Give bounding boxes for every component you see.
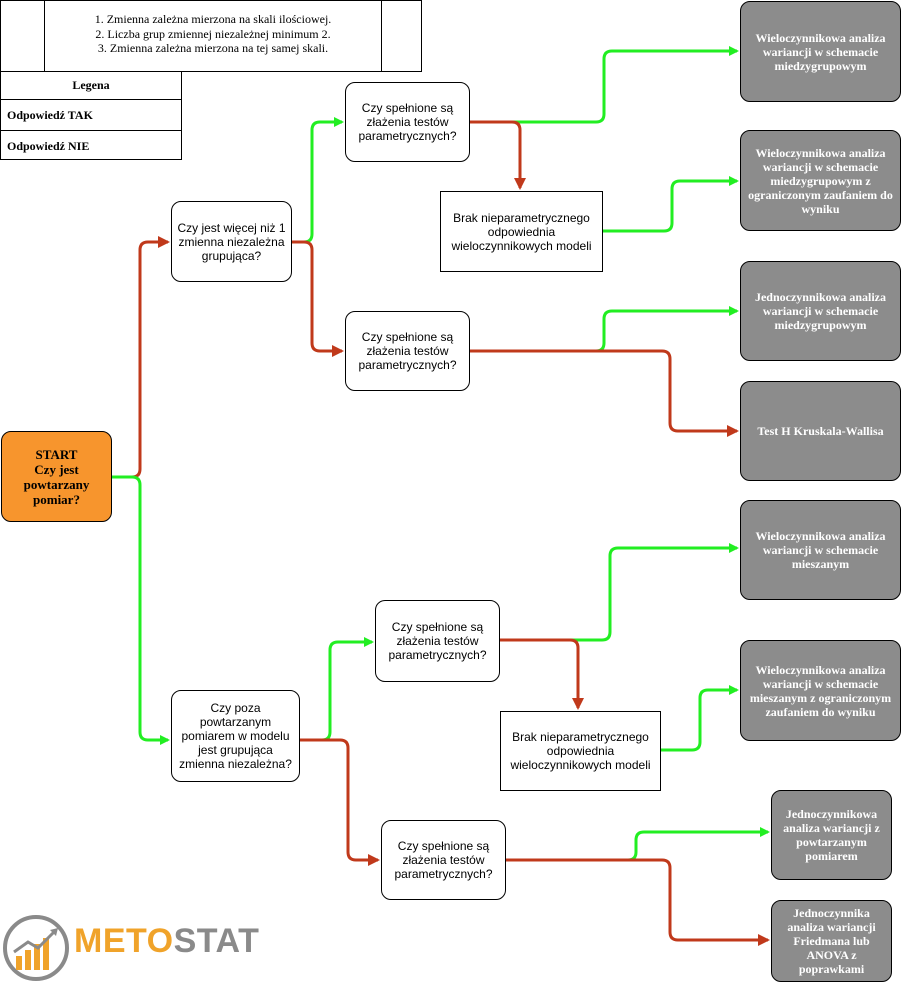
question-parametric-top: Czy spełnione są złażenia testów paramet… <box>345 82 470 162</box>
no-nonparametric-top: Brak nieparametrycznego odpowiednia wiel… <box>440 191 603 272</box>
arrow-no-param-lower-top-to-nonparam <box>500 638 584 710</box>
legend-no-label: Odpowiedź NIE <box>7 139 90 153</box>
arrow-yes-nonparam-to-r2 <box>603 176 739 233</box>
logo-part-1: METO <box>74 922 174 960</box>
question-parametric-lower-top: Czy spełnione są złażenia testów paramet… <box>375 600 500 682</box>
assumptions-box: 1. Zmienna zależna mierzona na skali ilo… <box>0 0 422 72</box>
arrow-yes-start-to-besides <box>112 475 170 745</box>
assumption-item: 2. Liczba grup zmiennej niezależnej mini… <box>95 26 331 41</box>
result-multifactor-between-limited: Wieloczynnikowa analiza wariancji w sche… <box>740 130 901 231</box>
arrow-no-param-top-to-nonparam <box>470 120 526 190</box>
result-friedman-anova: Jednoczynnika analiza wariancji Friedman… <box>771 900 892 982</box>
chart-gauge-logo-icon <box>3 915 69 981</box>
result-multifactor-mixed-limited: Wieloczynnikowa analiza wariancji w sche… <box>740 640 901 741</box>
result-onefactor-repeated: Jednoczynnikowa analiza wariancji z powt… <box>771 790 892 880</box>
assumption-item: 1. Zmienna zależna mierzona na skali ilo… <box>94 12 332 26</box>
question-besides-repeated: Czy poza powtarzanym pomiarem w modelu j… <box>171 690 300 782</box>
legend: Legena Odpowiedź TAK Odpowiedź NIE <box>0 71 182 160</box>
assumptions-list: 1. Zmienna zależna mierzona na skali ilo… <box>44 0 382 72</box>
metostat-logo: METOSTAT <box>0 908 270 981</box>
arrow-yes-param-lower-bottom-to-r7 <box>506 827 770 862</box>
question-parametric-mid: Czy spełnione są złażenia testów paramet… <box>345 311 470 391</box>
arrow-yes-groups-to-param-top <box>292 117 344 244</box>
question-parametric-lower-bottom: Czy spełnione są złażenia testów paramet… <box>381 820 506 900</box>
arrow-no-besides-to-param-lower-bottom <box>300 738 380 866</box>
arrow-no-param-mid-to-r4 <box>470 349 739 437</box>
arrow-yes-param-top-to-r1 <box>470 46 739 124</box>
result-multifactor-mixed: Wieloczynnikowa analiza wariancji w sche… <box>740 500 901 600</box>
logo-part-2: STAT <box>173 922 260 960</box>
arrow-no-groups-to-param-mid <box>292 240 344 357</box>
start-question: Czy jest powtarzany pomiar? <box>23 461 90 507</box>
assumption-item: 3. Zmienna zależna mierzona na tej samej… <box>97 41 329 55</box>
result-multifactor-between: Wieloczynnikowa analiza wariancji w sche… <box>740 1 901 102</box>
start-node: START Czy jest powtarzany pomiar? <box>1 431 112 522</box>
arrow-yes-param-lower-top-to-r5 <box>500 543 739 642</box>
arrow-yes-param-mid-to-r3 <box>470 306 739 353</box>
no-nonparametric-bottom: Brak nieparametrycznego odpowiednia wiel… <box>500 711 661 791</box>
result-onefactor-between: Jednoczynnikowa analiza wariancji w sche… <box>740 261 901 361</box>
arrow-yes-besides-to-param-lower-top <box>300 637 374 742</box>
legend-yes-label: Odpowiedź TAK <box>7 108 93 122</box>
start-label: START <box>35 446 78 462</box>
arrow-no-param-lower-bottom-to-r8 <box>506 858 770 946</box>
result-kruskal-wallis: Test H Kruskala-Wallisa <box>740 381 901 481</box>
arrow-no-start-to-groups <box>112 236 170 479</box>
legend-title: Legena <box>1 72 181 100</box>
legend-yes-row: Odpowiedź TAK <box>1 100 181 130</box>
legend-no-row: Odpowiedź NIE <box>1 130 181 161</box>
arrow-yes-nonparam-bottom-to-r6 <box>661 685 739 752</box>
question-more-than-one-grouping: Czy jest więcej niż 1 zmienna niezależna… <box>171 201 292 282</box>
logo-wordmark: METOSTAT <box>74 922 259 961</box>
